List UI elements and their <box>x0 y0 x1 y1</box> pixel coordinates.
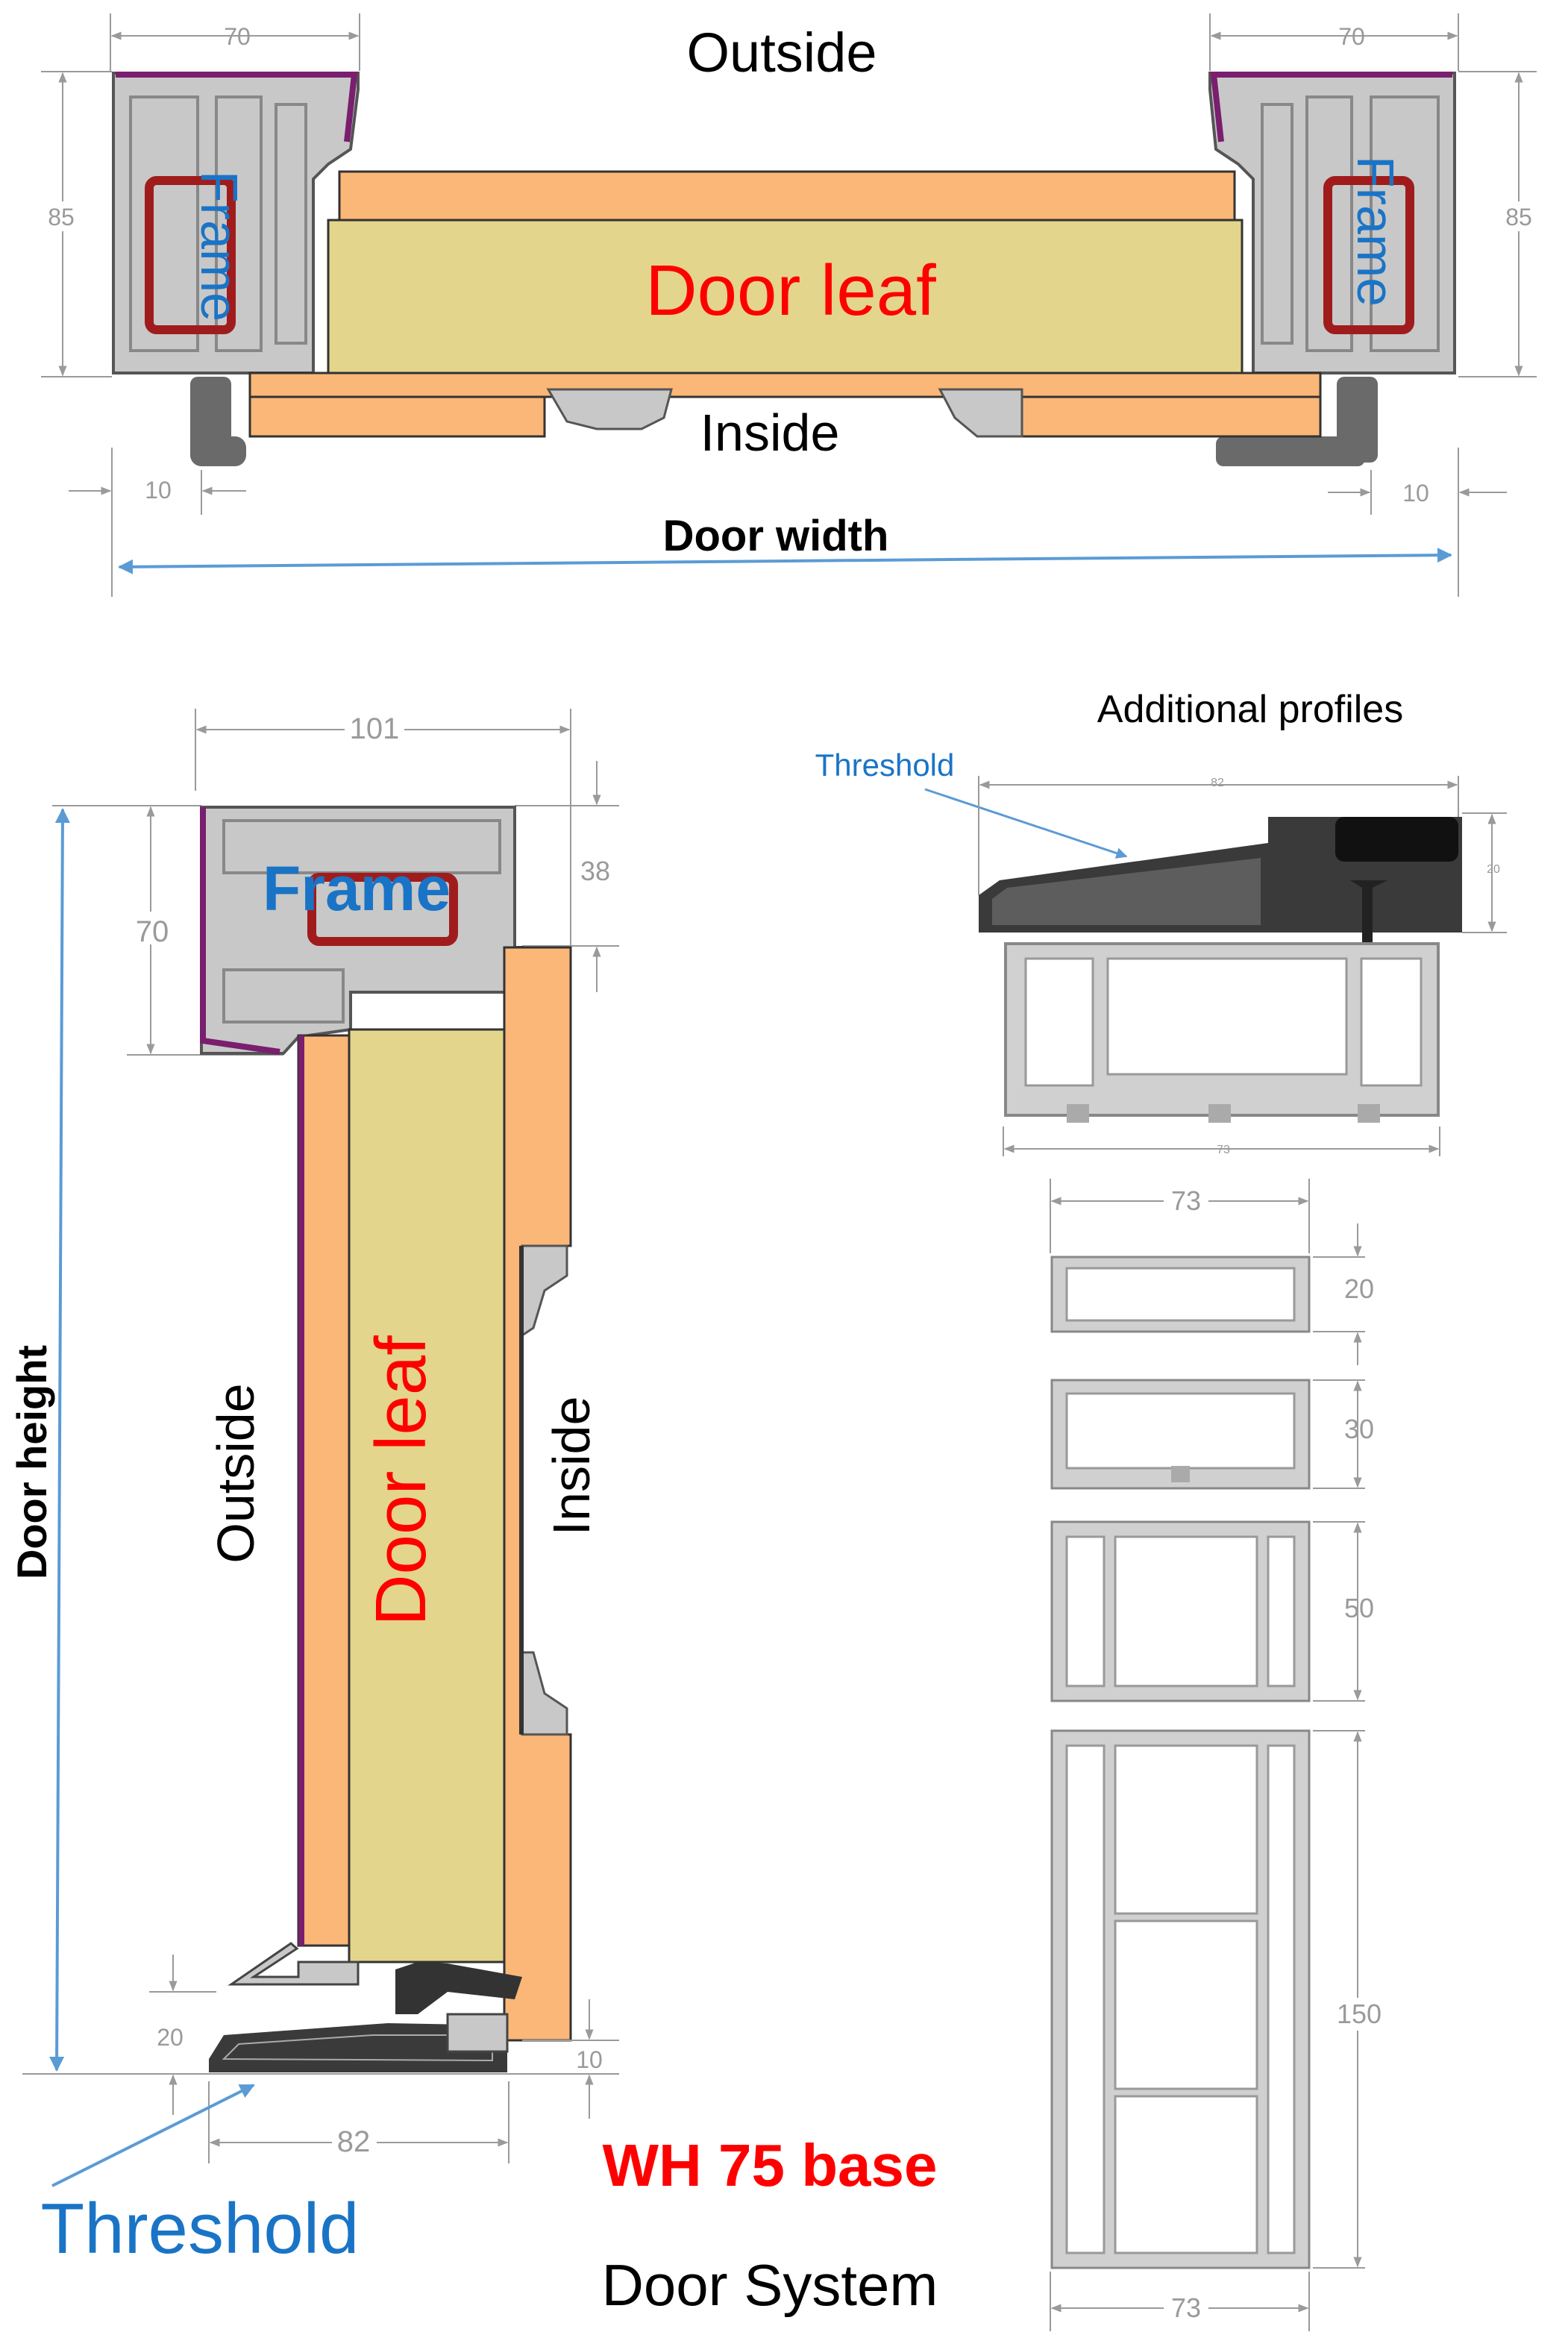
top-left-frame: Frame <box>112 72 360 466</box>
profile-1-dim-top-label: 73 <box>1171 1185 1201 1216</box>
additional-profiles: Additional profiles Threshold 82 20 <box>815 688 1507 2331</box>
dim-85-left: 85 <box>41 71 112 377</box>
top-frame-right-label: Frame <box>1346 156 1405 307</box>
profile-4-dim-bottom-label: 73 <box>1171 2292 1201 2323</box>
dim-10-left: 10 <box>69 448 246 515</box>
additional-dim-73-label: 73 <box>1217 1144 1230 1156</box>
top-door-leaf: Door leaf <box>248 170 1322 438</box>
extension-profile-30 <box>1050 1379 1311 1490</box>
profile-2-dim-height-label: 30 <box>1344 1414 1374 1444</box>
dim-20-label: 20 <box>157 2024 184 2051</box>
side-threshold-profile <box>209 1942 522 2072</box>
door-width-arrow <box>118 548 1452 574</box>
profile-3-dim-height-label: 50 <box>1344 1593 1374 1623</box>
dim-70-right-label: 70 <box>1338 23 1365 50</box>
dim-10-side-label: 10 <box>576 2046 603 2073</box>
dim-70-left-label: 70 <box>224 23 251 50</box>
product-name: WH 75 base <box>602 2132 937 2198</box>
top-frame-left-label: Frame <box>190 171 248 322</box>
side-threshold-label: Threshold <box>41 2189 360 2269</box>
dim-70-side-label: 70 <box>136 915 169 948</box>
top-door-leaf-label: Door leaf <box>645 251 936 330</box>
additional-dim-82-label: 82 <box>1211 777 1224 789</box>
side-inside-label: Inside <box>542 1397 600 1536</box>
dim-10-right-label: 10 <box>1402 480 1429 507</box>
top-inside-label: Inside <box>700 404 840 462</box>
additional-threshold-arrow <box>924 788 1128 859</box>
additional-base-profile <box>1004 942 1440 1123</box>
additional-dim-20-label: 20 <box>1487 863 1500 876</box>
profile-1-dim-height-label: 20 <box>1344 1273 1374 1304</box>
side-threshold-arrow <box>51 2084 255 2187</box>
dim-82-side-label: 82 <box>337 2125 371 2158</box>
top-view: 70 70 Outside 85 85 <box>41 13 1538 597</box>
side-view: 101 38 70 Door height Frame <box>8 709 619 2269</box>
top-outside-label: Outside <box>686 22 876 84</box>
door-height-label: Door height <box>8 1345 55 1579</box>
side-door-leaf: Door leaf <box>297 946 572 2042</box>
dim-85-right-label: 85 <box>1505 204 1532 231</box>
dim-101-label: 101 <box>350 712 400 745</box>
extension-profile-150 <box>1050 1729 1311 2269</box>
extension-profile-50 <box>1050 1520 1311 1702</box>
dim-10-right: 10 <box>1328 448 1507 515</box>
door-height-arrow <box>49 808 70 2072</box>
dim-70-right: 70 <box>1209 13 1459 71</box>
dim-10-left-label: 10 <box>145 477 172 504</box>
extension-profile-20 <box>1050 1256 1311 1333</box>
door-width-label: Door width <box>663 512 889 560</box>
side-frame-label: Frame <box>263 853 451 924</box>
additional-title: Additional profiles <box>1097 688 1403 731</box>
additional-threshold-label: Threshold <box>815 747 955 783</box>
side-frame-head: Frame <box>200 806 524 1055</box>
side-door-leaf-label: Door leaf <box>361 1335 441 1626</box>
profile-4-dim-height-label: 150 <box>1337 1999 1382 2029</box>
side-outside-label: Outside <box>207 1383 265 1563</box>
dim-70-left: 70 <box>110 13 360 71</box>
dim-38-label: 38 <box>580 856 610 886</box>
dim-85-right: 85 <box>1458 71 1538 377</box>
top-right-frame: Frame <box>1208 72 1456 466</box>
dim-85-left-label: 85 <box>48 204 75 231</box>
product-subtitle: Door System <box>602 2252 938 2318</box>
